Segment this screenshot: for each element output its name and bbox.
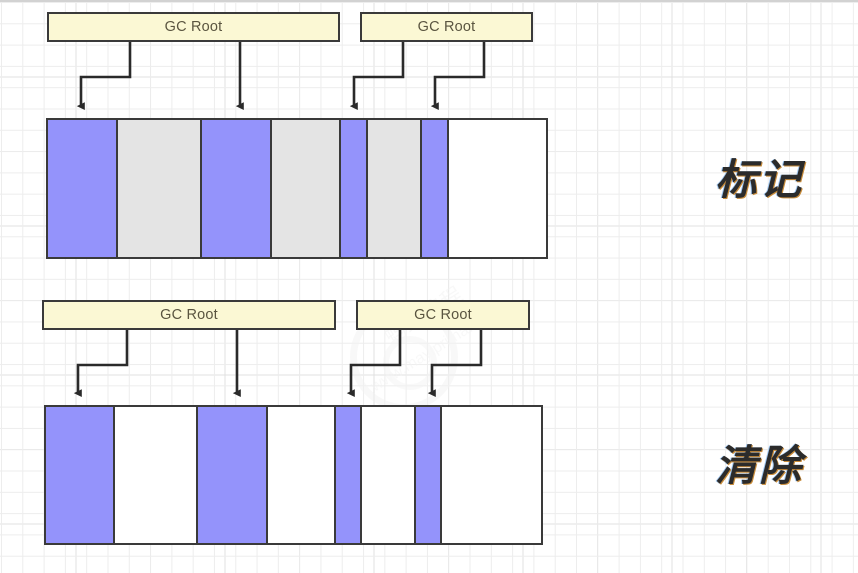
memory-cell-free-b (115, 407, 198, 543)
memory-cell-object-e (341, 120, 368, 257)
memory-cell-object-c (198, 407, 268, 543)
memory-cell-object-c (202, 120, 272, 257)
memory-cell-free-tail (449, 120, 545, 257)
memory-cell-object-a (46, 407, 115, 543)
gc-root-box: GC Root (360, 12, 533, 42)
memory-cell-free-tail (442, 407, 536, 543)
memory-cell-object-f (368, 120, 422, 257)
gc-root-box: GC Root (356, 300, 530, 330)
gc-root-label: GC Root (414, 307, 472, 323)
heap-memory-bar (44, 405, 543, 545)
memory-cell-object-g (422, 120, 449, 257)
memory-cell-object-a (48, 120, 118, 257)
heap-memory-bar (46, 118, 548, 259)
phase-label-mark: 标记 (715, 155, 804, 204)
gc-root-label: GC Root (417, 19, 476, 35)
gc-root-box: GC Root (47, 12, 340, 42)
phase-label-sweep: 清除 (715, 441, 804, 490)
memory-cell-object-b (118, 120, 202, 257)
gc-root-box: GC Root (42, 300, 336, 330)
gc-root-label: GC Root (160, 307, 218, 323)
top-divider-rule (0, 0, 858, 2)
memory-cell-object-g (416, 407, 442, 543)
memory-cell-free-d (268, 407, 336, 543)
memory-cell-free-f (362, 407, 416, 543)
memory-cell-object-e (336, 407, 362, 543)
memory-cell-object-d (272, 120, 341, 257)
gc-root-label: GC Root (164, 19, 223, 35)
